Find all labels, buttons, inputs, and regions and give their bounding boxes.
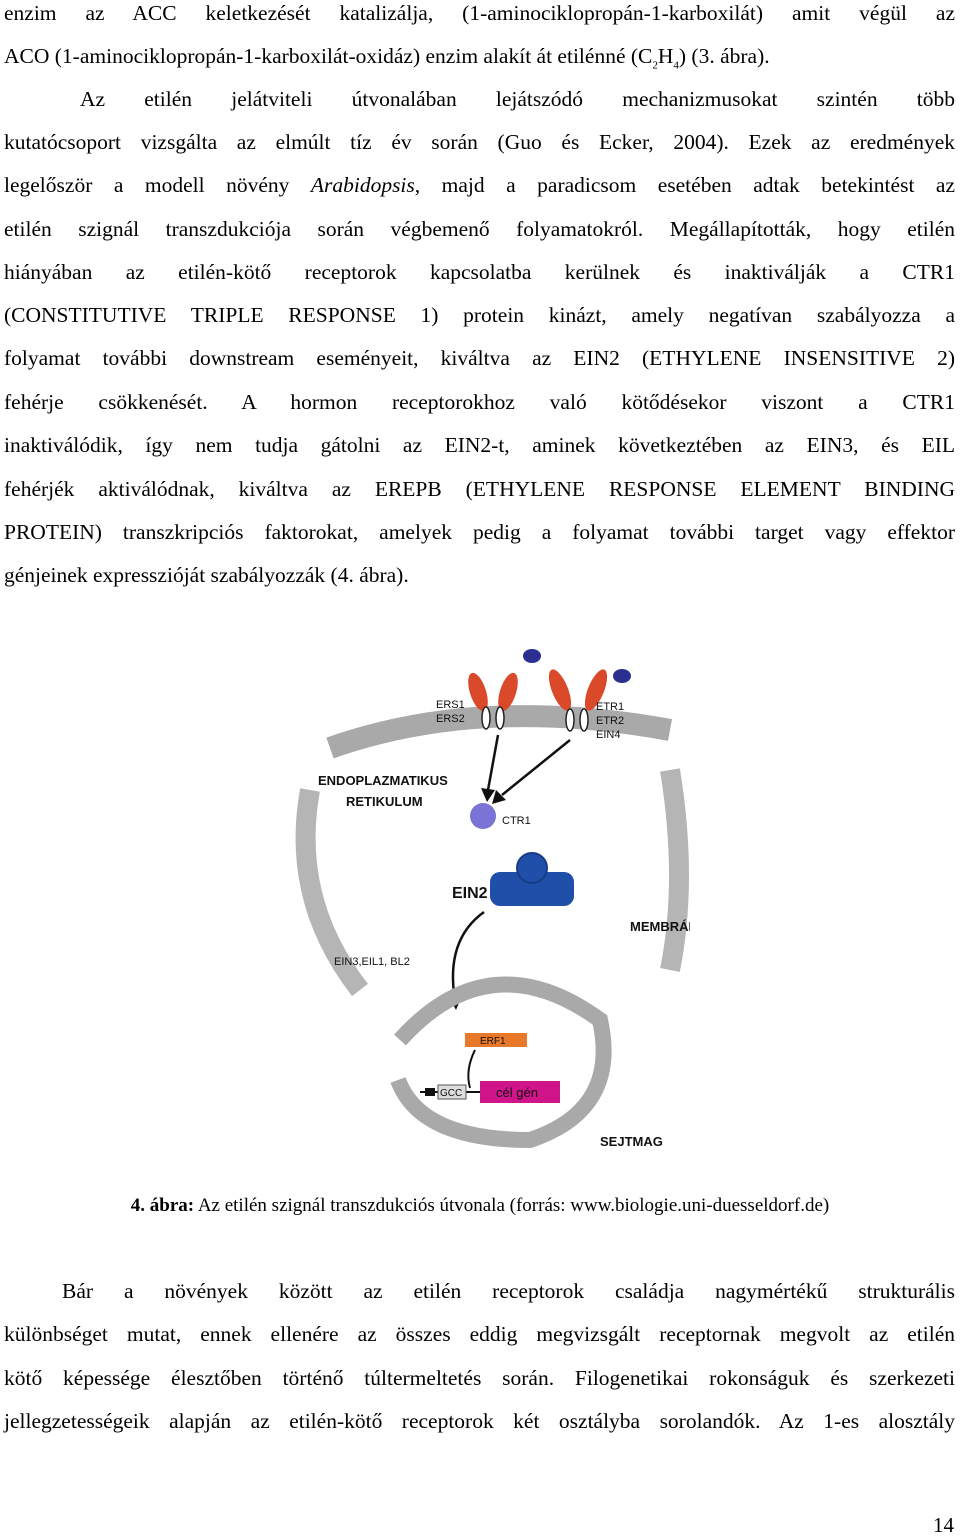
ers2-label: ERS2 bbox=[436, 713, 465, 725]
text-line: különbséget mutat, ennek ellenére az öss… bbox=[4, 1322, 955, 1346]
erf1-protein bbox=[465, 1033, 527, 1047]
ein3-label: EIN3,EIL1, BL2 bbox=[334, 956, 410, 968]
erf1-label: ERF1 bbox=[480, 1036, 506, 1047]
page-number: 14 bbox=[933, 1513, 954, 1537]
ctr1-label: CTR1 bbox=[502, 815, 531, 827]
text-line: folyamat további downstream eseményeit, … bbox=[4, 346, 955, 370]
etr1-label: ETR1 bbox=[596, 701, 624, 713]
ethylene-pathway-figure: ERS1 ERS2 ETR1 ETR2 EIN4 ENDOPLAZMATIKUS… bbox=[270, 640, 698, 1180]
text-line: (CONSTITUTIVE TRIPLE RESPONSE 1) protein… bbox=[4, 303, 955, 327]
caption-text: Az etilén szignál transzdukciós útvonala… bbox=[197, 1195, 830, 1216]
gcc-box bbox=[437, 1084, 467, 1100]
arrow-head bbox=[481, 788, 495, 802]
nucleus-envelope bbox=[390, 976, 612, 1149]
pathway-diagram: ERS1 ERS2 ETR1 ETR2 EIN4 ENDOPLAZMATIKUS… bbox=[295, 649, 698, 1149]
etr2-label: ETR2 bbox=[596, 715, 624, 727]
text-line: PROTEIN) transzkripciós faktorokat, amel… bbox=[4, 520, 955, 544]
text-line: ACO (1-aminociklopropán-1-karboxilát-oxi… bbox=[4, 44, 770, 72]
text-line: fehérje csökkenését. A hormon receptorok… bbox=[4, 390, 955, 414]
text-line: etilén szignál transzdukciója során végb… bbox=[4, 217, 955, 241]
ein4-label: EIN4 bbox=[596, 729, 620, 741]
dna-marker bbox=[425, 1088, 435, 1096]
arrow-head bbox=[492, 790, 506, 804]
er-label-2: RETIKULUM bbox=[346, 794, 423, 809]
plasma-membrane-right bbox=[660, 768, 689, 972]
arrow bbox=[467, 1049, 476, 1089]
ein2-protein bbox=[490, 872, 574, 906]
figure-caption: 4. ábra: Az etilén szignál transzdukciós… bbox=[0, 1194, 960, 1218]
text-line: enzim az ACC keletkezését katalizálja, (… bbox=[4, 1, 955, 25]
text-line: Bár a növények között az etilén receptor… bbox=[62, 1279, 955, 1303]
sejtmag-label: SEJTMAG bbox=[600, 1134, 663, 1149]
ers1-label: ERS1 bbox=[436, 699, 465, 711]
arrow bbox=[451, 910, 485, 1001]
ers-receptor bbox=[468, 672, 518, 730]
text-line: kutatócsoport vizsgálta az elmúlt tíz év… bbox=[4, 130, 955, 154]
text-line: fehérjék aktiválódnak, kiváltva az EREPB… bbox=[4, 477, 955, 501]
arrow bbox=[486, 734, 500, 791]
etr-receptor bbox=[523, 649, 631, 732]
ein2-label: EIN2 bbox=[452, 885, 488, 902]
celgen-box bbox=[480, 1081, 560, 1103]
membran-label: MEMBRÁN bbox=[630, 919, 690, 934]
text-line: Az etilén jelátviteli útvonalában lejáts… bbox=[80, 87, 955, 111]
text-line: hiányában az etilén-kötő receptorok kapc… bbox=[4, 260, 955, 284]
caption-number: 4. ábra: bbox=[130, 1195, 195, 1216]
ctr1-protein bbox=[470, 803, 496, 829]
celgen-label: cél gén bbox=[496, 1085, 538, 1100]
gcc-label: GCC bbox=[440, 1088, 462, 1099]
text-line: génjeinek expresszióját szabályozzák (4.… bbox=[4, 563, 409, 587]
ein2-head bbox=[516, 852, 548, 884]
er-label-1: ENDOPLAZMATIKUS bbox=[318, 773, 448, 788]
text-line: jellegzetességeik alapján az etilén-kötő… bbox=[4, 1409, 955, 1433]
text-line: legelőször a modell növény Arabidopsis, … bbox=[4, 173, 955, 197]
text-line: inaktiválódik, így nem tudja gátolni az … bbox=[4, 433, 955, 457]
arrow bbox=[501, 739, 571, 796]
text-line: kötő képessége élesztőben történő túlter… bbox=[4, 1366, 955, 1390]
plasma-membrane-left bbox=[295, 788, 368, 997]
